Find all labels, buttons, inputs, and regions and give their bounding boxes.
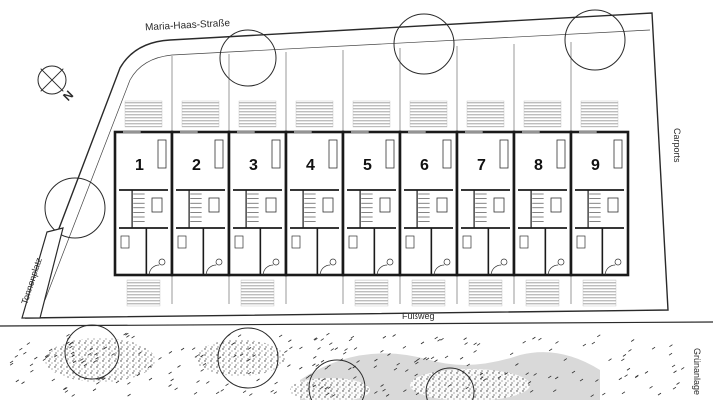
bin-area (21, 227, 64, 319)
house-unit: 6 (398, 130, 459, 277)
house-unit: 1 (113, 130, 174, 277)
street-label: Maria-Haas-Straße (145, 18, 231, 33)
house-unit: 5 (341, 130, 402, 277)
house-unit: 4 (284, 130, 345, 277)
terrace-south (126, 279, 161, 307)
terrace-north (466, 100, 505, 128)
north-label: N (60, 88, 76, 104)
green-area-vegetation (9, 332, 685, 400)
unit-number: 5 (363, 157, 372, 174)
unit-number: 7 (477, 157, 486, 174)
green-area-label: Grünanlage (692, 348, 702, 395)
terrace-south (468, 279, 503, 307)
house-unit: 8 (512, 130, 573, 277)
terrace-south (525, 279, 560, 307)
terrace-south (354, 279, 389, 307)
terrace-north (238, 100, 277, 128)
unit-number: 6 (420, 157, 429, 174)
unit-number: 8 (534, 157, 543, 174)
footpath-line (0, 321, 713, 327)
carports-label: Carports (672, 128, 682, 163)
unit-number: 2 (192, 157, 201, 174)
terrace-south (240, 279, 275, 307)
terrace-north (409, 100, 448, 128)
tree-canopy (44, 177, 106, 239)
unit-number: 9 (591, 157, 600, 174)
street-edge-line (44, 29, 651, 301)
unit-number: 3 (249, 157, 258, 174)
tree-canopy (564, 9, 626, 71)
terrace-north (523, 100, 562, 128)
terrace-north (124, 100, 163, 128)
terrace-north (352, 100, 391, 128)
tree-canopy (393, 13, 455, 75)
green-area-trees (64, 324, 475, 400)
unit-number: 4 (306, 157, 315, 174)
terrace-north (580, 100, 619, 128)
house-unit: 2 (170, 130, 231, 277)
house-unit: 3 (227, 130, 288, 277)
compass-north-icon (37, 65, 67, 95)
house-unit: 7 (455, 130, 516, 277)
tree-canopy (219, 29, 277, 87)
terrace-north (295, 100, 334, 128)
footpath-label: Fußweg (402, 311, 435, 321)
terraces-south (126, 279, 617, 307)
tree-canopy-icon (44, 9, 626, 239)
unit-number: 1 (135, 157, 144, 174)
terrace-south (582, 279, 617, 307)
terraces-north (124, 100, 619, 128)
house-unit: 9 (569, 130, 630, 277)
site-boundary (24, 12, 669, 319)
townhouse-row: 1 2 3 4 5 6 7 8 9 (113, 130, 630, 277)
terrace-north (181, 100, 220, 128)
terrace-south (411, 279, 446, 307)
